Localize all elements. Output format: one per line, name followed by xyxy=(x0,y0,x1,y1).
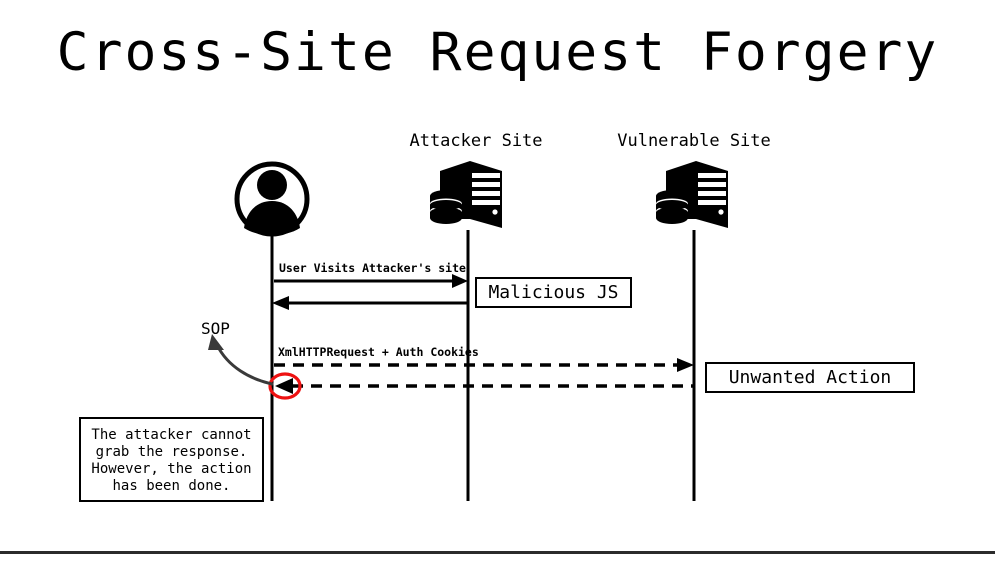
page-title: Cross-Site Request Forgery xyxy=(56,22,939,83)
explanation-line-1: The attacker cannot xyxy=(91,427,252,443)
actor-label-vulnerable: Vulnerable Site xyxy=(617,131,771,151)
explanation-note: The attacker cannot grab the response. H… xyxy=(79,417,264,502)
explanation-line-2: grab the response. xyxy=(95,444,248,460)
message-arrow-xhr xyxy=(274,358,694,372)
message-arrow-response xyxy=(272,296,468,310)
explanation-line-3: However, the action xyxy=(91,461,252,477)
actor-label-attacker: Attacker Site xyxy=(409,131,543,151)
message-arrow-visit xyxy=(274,274,468,288)
message-arrow-blocked-response xyxy=(268,372,694,400)
box-unwanted-action: Unwanted Action xyxy=(705,362,915,393)
explanation-line-4: has been done. xyxy=(112,478,231,494)
message-label-visit: User Visits Attacker's site xyxy=(279,261,466,275)
server-icon-attacker xyxy=(430,161,502,228)
box-malicious-js: Malicious JS xyxy=(475,277,632,308)
message-label-xhr: XmlHTTPRequest + Auth Cookies xyxy=(278,345,479,359)
sop-label: SOP xyxy=(201,319,230,338)
sop-block-highlight xyxy=(268,372,302,400)
sop-pointer-arrow xyxy=(208,334,274,386)
server-icon-vulnerable xyxy=(656,161,728,228)
bottom-divider xyxy=(0,551,995,554)
user-avatar-icon xyxy=(234,161,310,237)
